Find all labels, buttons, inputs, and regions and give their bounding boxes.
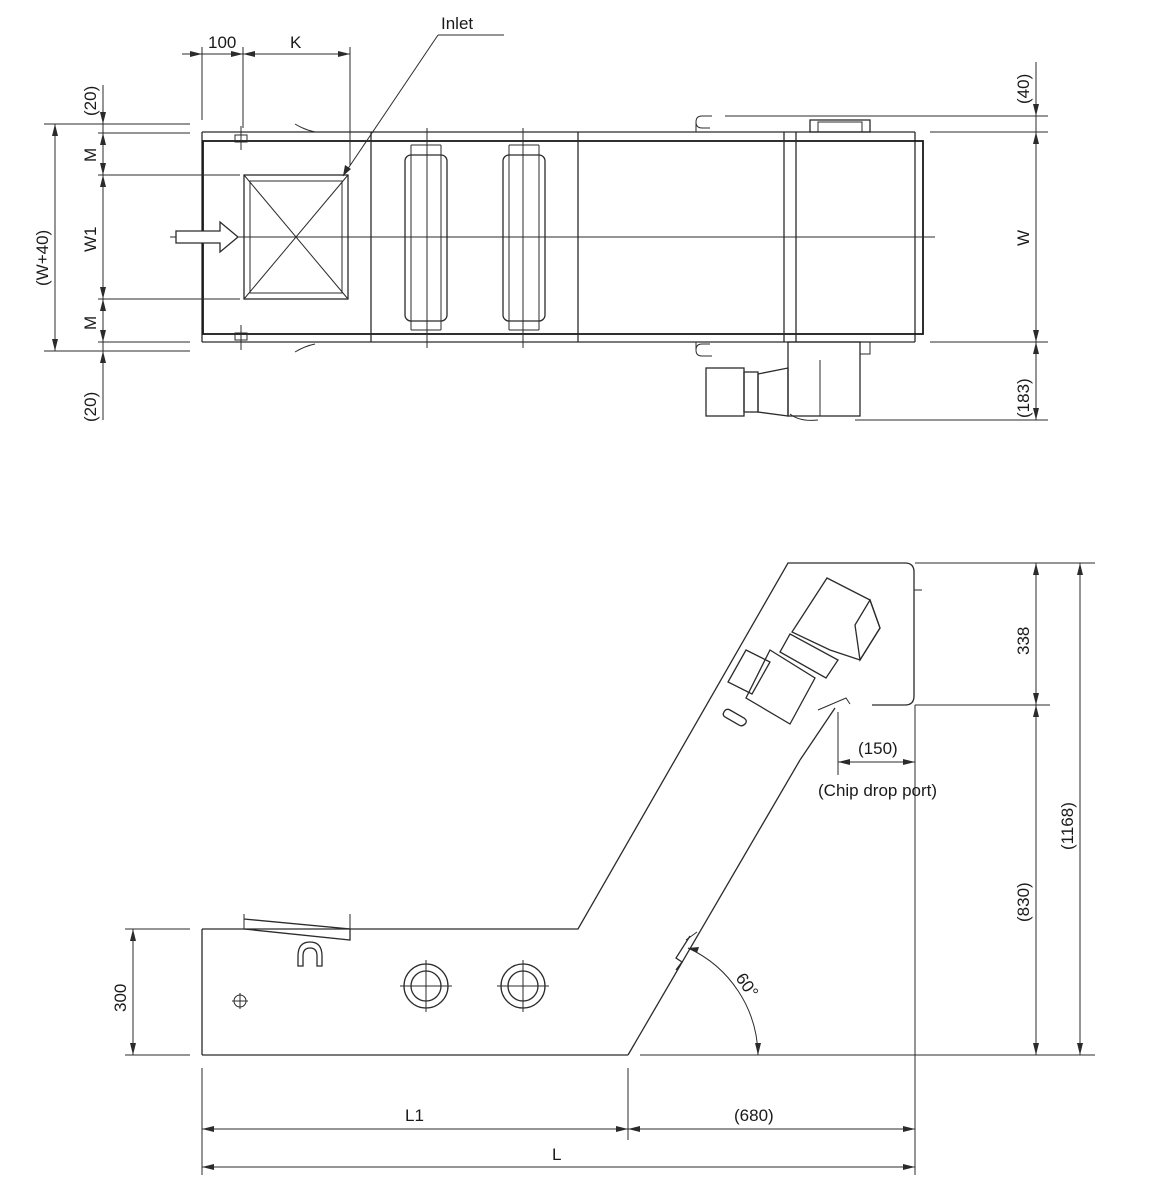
inlet-label: Inlet [441,14,473,33]
dim-100: 100 [208,33,236,52]
drive-motor-side [722,577,922,727]
dim-338: 338 [1014,627,1033,655]
dim-183: (183) [1014,378,1033,418]
dim-L1: L1 [405,1106,424,1125]
dim-300: 300 [111,984,130,1012]
dim-W-plus-40: (W+40) [33,230,52,286]
chip-drop-port-label: (Chip drop port) [818,781,937,800]
dim-M-top: M [81,148,100,162]
dim-1168: (1168) [1058,802,1077,850]
dim-W1: W1 [81,227,100,253]
dim-top-20: (20) [81,86,100,116]
dim-top-40: (40) [1014,74,1033,104]
dim-830: (830) [1014,882,1033,922]
inflow-arrow-icon [175,220,240,254]
dim-150: (150) [858,739,898,758]
dim-680: (680) [734,1106,774,1125]
conveyor-body [202,562,915,930]
roller-2 [502,128,546,348]
drain-plug-icon [232,993,248,1009]
lifting-hook-icon [297,941,323,967]
angle-60: 60° [732,969,762,1001]
plan-view: 100 K Inlet (20) M W1 M (20) (W+40) [33,14,1048,422]
roller-1 [404,128,448,348]
dim-W: W [1014,230,1033,246]
dim-M-bottom: M [81,316,100,330]
dim-K: K [290,33,302,52]
angle-arc [687,947,759,1056]
bearing-1 [400,960,452,1012]
dim-L: L [552,1145,561,1164]
side-view: 300 338 (830) (1168) (150) (Chip drop po… [111,562,1095,1175]
drive-motor [705,341,871,421]
inlet-box [243,174,349,300]
bearing-2 [497,960,549,1012]
dim-bottom-20: (20) [81,392,100,422]
